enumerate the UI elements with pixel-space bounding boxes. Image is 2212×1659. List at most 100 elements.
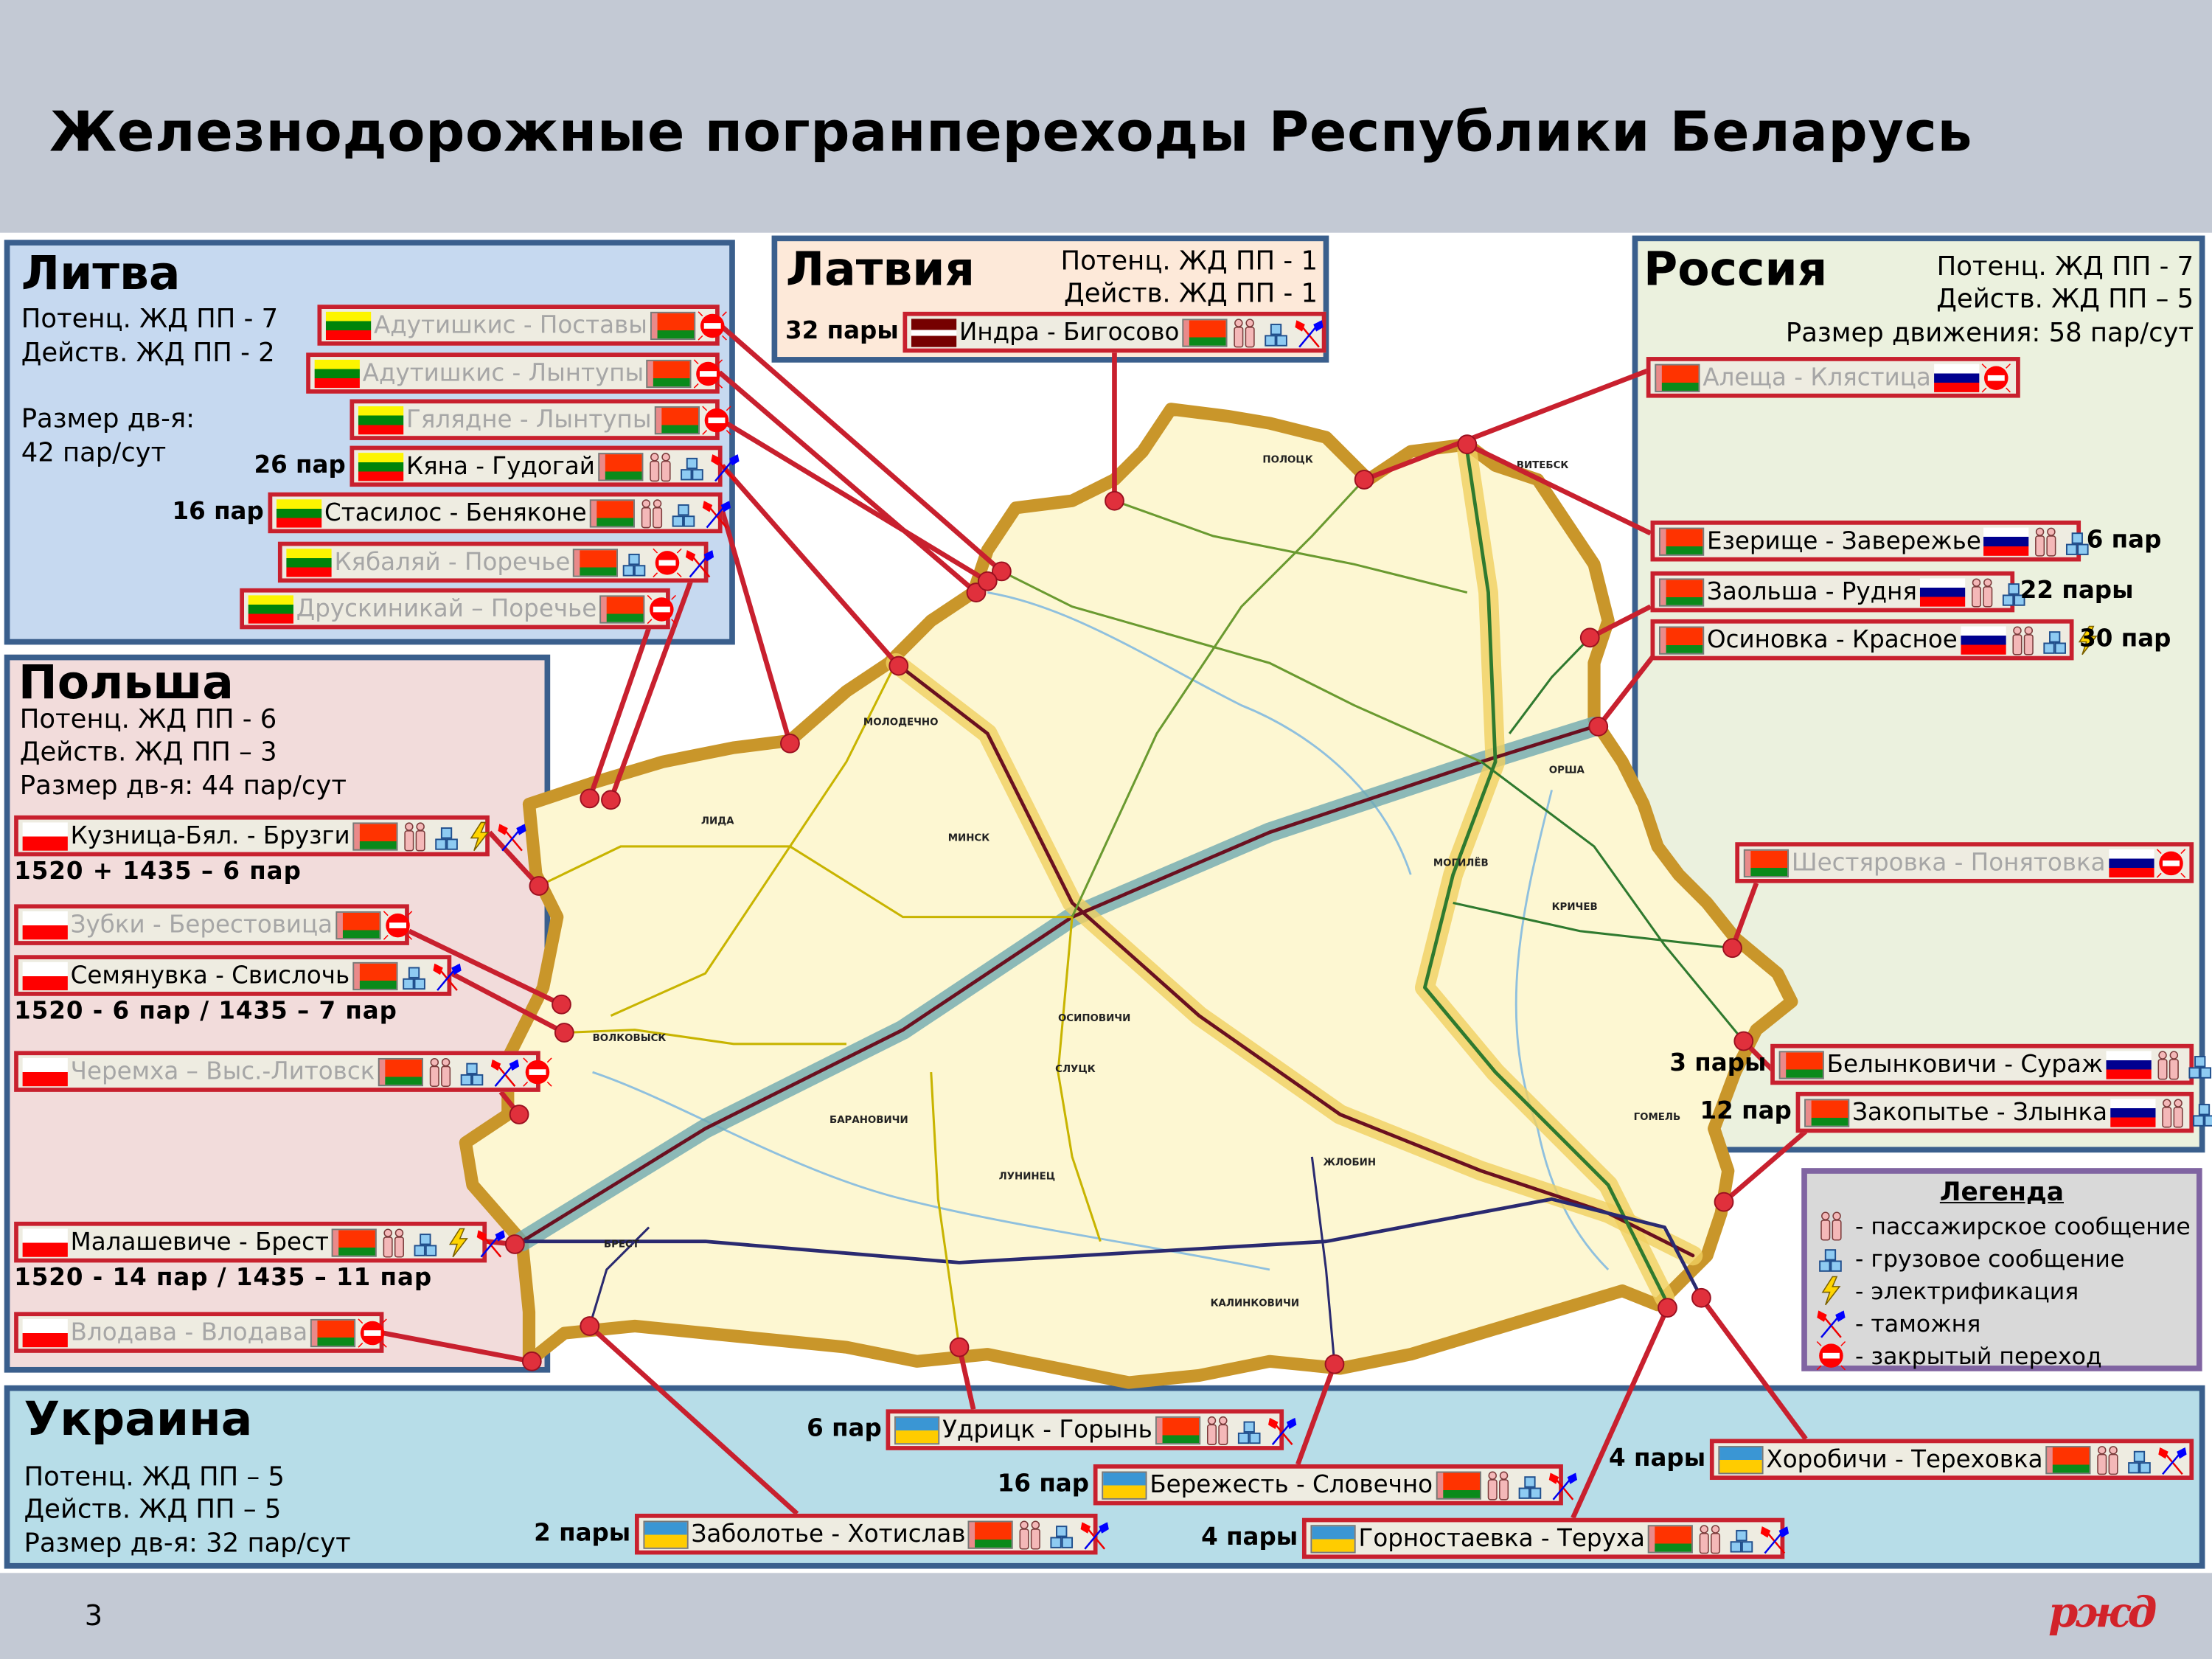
passenger-icon xyxy=(1482,1470,1513,1500)
crossing-name: Езерище - Завережье xyxy=(1707,526,1981,555)
crossing-russia-0[interactable]: Алеща - Клястица xyxy=(1646,357,2020,398)
passenger-icon xyxy=(400,821,431,852)
lt-flag-icon xyxy=(358,452,404,481)
customs-icon xyxy=(489,1056,520,1087)
crossing-ukraine-1[interactable]: Бережесть - Словечно xyxy=(1093,1464,1563,1506)
crossing-name: Бережесть - Словечно xyxy=(1150,1470,1433,1499)
by-flag-icon xyxy=(589,498,635,527)
pl-flag-icon xyxy=(22,821,68,850)
electric-icon xyxy=(443,1227,474,1258)
potential-count: Потенц. ЖД ПП – 5 xyxy=(24,1463,285,1493)
by-flag-icon xyxy=(1655,363,1700,392)
pairs-count: 22 пары xyxy=(2020,577,2134,605)
crossing-lithuania-1[interactable]: Адутишкис - Лынтупы xyxy=(306,352,720,394)
page-title: Железнодорожные погранпереходы Республик… xyxy=(49,101,1973,165)
crossing-russia-2[interactable]: Заольша - Рудня xyxy=(1650,571,2015,613)
crossing-russia-4[interactable]: Шестяровка - Понятовка xyxy=(1735,842,2194,883)
secondary-lines xyxy=(538,479,1745,1365)
crossing-russia-5[interactable]: Белынковичи - Сураж xyxy=(1770,1043,2194,1085)
crossing-name: Закопытье - Злынка xyxy=(1852,1098,2108,1127)
crossing-lithuania-3[interactable]: Кяна - Гудогай xyxy=(349,445,722,487)
lt-flag-icon xyxy=(286,548,332,577)
crossing-name: Влодава - Влодава xyxy=(70,1318,308,1347)
passenger-icon xyxy=(424,1056,455,1087)
freight-icon xyxy=(2039,625,2070,655)
city-label: ВОЛКОВЫСК xyxy=(593,1033,667,1044)
passenger-icon xyxy=(1228,317,1259,348)
crossing-lithuania-0[interactable]: Адутишкис - Поставы xyxy=(317,305,719,346)
crossing-lithuania-4[interactable]: Стасилос - Беняконе xyxy=(268,492,723,534)
city-label: ПОЛОЦК xyxy=(1262,455,1312,466)
customs-icon xyxy=(1267,1414,1298,1445)
city-label: ОРША xyxy=(1549,765,1585,776)
crossing-poland-4[interactable]: Малашевиче - Брест xyxy=(14,1221,487,1263)
crossing-lithuania-5[interactable]: Кябаляй - Поречье xyxy=(277,541,709,583)
city-label: МОГИЛЁВ xyxy=(1433,857,1489,869)
crossing-name: Друскиникай – Поречье xyxy=(296,594,597,623)
by-flag-icon xyxy=(1182,318,1228,347)
crossing-poland-2[interactable]: Семянувка - Свислочь xyxy=(14,955,451,996)
crossing-ukraine-2[interactable]: Заболотье - Хотислав xyxy=(634,1513,1098,1555)
crossing-latvia-0[interactable]: Индра - Бигосово xyxy=(902,311,1326,353)
crossing-name: Алеща - Клястица xyxy=(1703,363,1931,392)
crossing-poland-0[interactable]: Кузница-Бял. - Брузги xyxy=(14,815,490,857)
crossing-poland-3[interactable]: Черемха – Выс.-Литовск xyxy=(14,1051,540,1092)
ua-flag-icon xyxy=(1310,1524,1356,1553)
crossing-russia-3[interactable]: Осиновка - Красное xyxy=(1650,619,2074,661)
closed-icon xyxy=(2155,847,2186,878)
crossing-poland-5[interactable]: Влодава - Влодава xyxy=(14,1312,383,1353)
customs-icon xyxy=(701,497,732,528)
by-flag-icon xyxy=(1155,1415,1200,1444)
potential-count: Потенц. ЖД ПП - 6 xyxy=(19,705,277,735)
by-flag-icon xyxy=(599,594,645,623)
passenger-icon xyxy=(636,497,667,528)
freight-icon xyxy=(2185,1049,2212,1080)
closed-icon xyxy=(652,546,683,577)
city-labels: ПОЛОЦК ВИТЕБСК МОЛОДЕЧНО МИНСК ЛИДА ОРША… xyxy=(593,455,1681,1310)
country-name: Польша xyxy=(18,654,234,710)
ua-flag-icon xyxy=(1718,1445,1764,1474)
passenger-icon xyxy=(1966,577,1997,608)
city-label: МИНСК xyxy=(948,832,990,844)
customs-icon xyxy=(1815,1308,1846,1339)
crossing-lithuania-6[interactable]: Друскиникай – Поречье xyxy=(240,588,670,630)
by-flag-icon xyxy=(654,406,700,434)
city-label: ЛУНИНЕЦ xyxy=(999,1171,1056,1182)
legend-item-electric: - электрификация xyxy=(1815,1276,2079,1307)
closed-icon xyxy=(700,404,731,435)
crossing-name: Индра - Бигосово xyxy=(959,318,1180,347)
city-label: МОЛОДЕЧНО xyxy=(863,717,939,728)
pairs-count: 3 пары xyxy=(1669,1049,1767,1078)
by-flag-icon xyxy=(1743,848,1790,877)
legend-label: - таможня xyxy=(1854,1310,1981,1337)
passenger-icon xyxy=(2007,625,2038,655)
customs-icon xyxy=(431,960,462,991)
closed-icon xyxy=(1980,362,2011,393)
city-label: БРЕСТ xyxy=(604,1239,640,1250)
crossing-russia-6[interactable]: Закопытье - Злынка xyxy=(1795,1091,2194,1133)
crossing-name: Черемха – Выс.-Литовск xyxy=(70,1057,375,1086)
crossing-ukraine-3[interactable]: Горностаевка - Теруха xyxy=(1301,1517,1784,1559)
by-flag-icon xyxy=(352,961,398,990)
crossing-ukraine-0[interactable]: Удрицк - Горынь xyxy=(886,1409,1284,1450)
closed-icon xyxy=(521,1056,552,1087)
by-flag-icon xyxy=(1804,1098,1850,1127)
crossing-lithuania-2[interactable]: Гялядне - Лынтупы xyxy=(349,399,719,440)
crossing-name: Семянувка - Свислочь xyxy=(70,961,350,990)
passenger-icon xyxy=(2152,1049,2183,1080)
potential-count: Потенц. ЖД ПП - 7 xyxy=(1936,252,2194,282)
by-flag-icon xyxy=(650,310,695,340)
passenger-icon xyxy=(644,451,675,481)
crossing-name: Шестяровка - Понятовка xyxy=(1791,848,2106,877)
active-count: Действ. ЖД ПП – 5 xyxy=(1936,285,2194,315)
passenger-icon xyxy=(1015,1519,1046,1550)
page-number: 3 xyxy=(84,1598,103,1632)
lt-flag-icon xyxy=(358,406,404,434)
freight-icon xyxy=(1234,1414,1265,1445)
crossing-ukraine-4[interactable]: Хоробичи - Тереховка xyxy=(1709,1439,2194,1481)
crossing-poland-1[interactable]: Зубки - Берестовица xyxy=(14,904,409,945)
freight-icon xyxy=(432,821,463,852)
lt-flag-icon xyxy=(325,310,372,340)
active-count: Действ. ЖД ПП - 1 xyxy=(1064,279,1318,310)
crossing-russia-1[interactable]: Езерище - Завережье xyxy=(1650,520,2081,562)
